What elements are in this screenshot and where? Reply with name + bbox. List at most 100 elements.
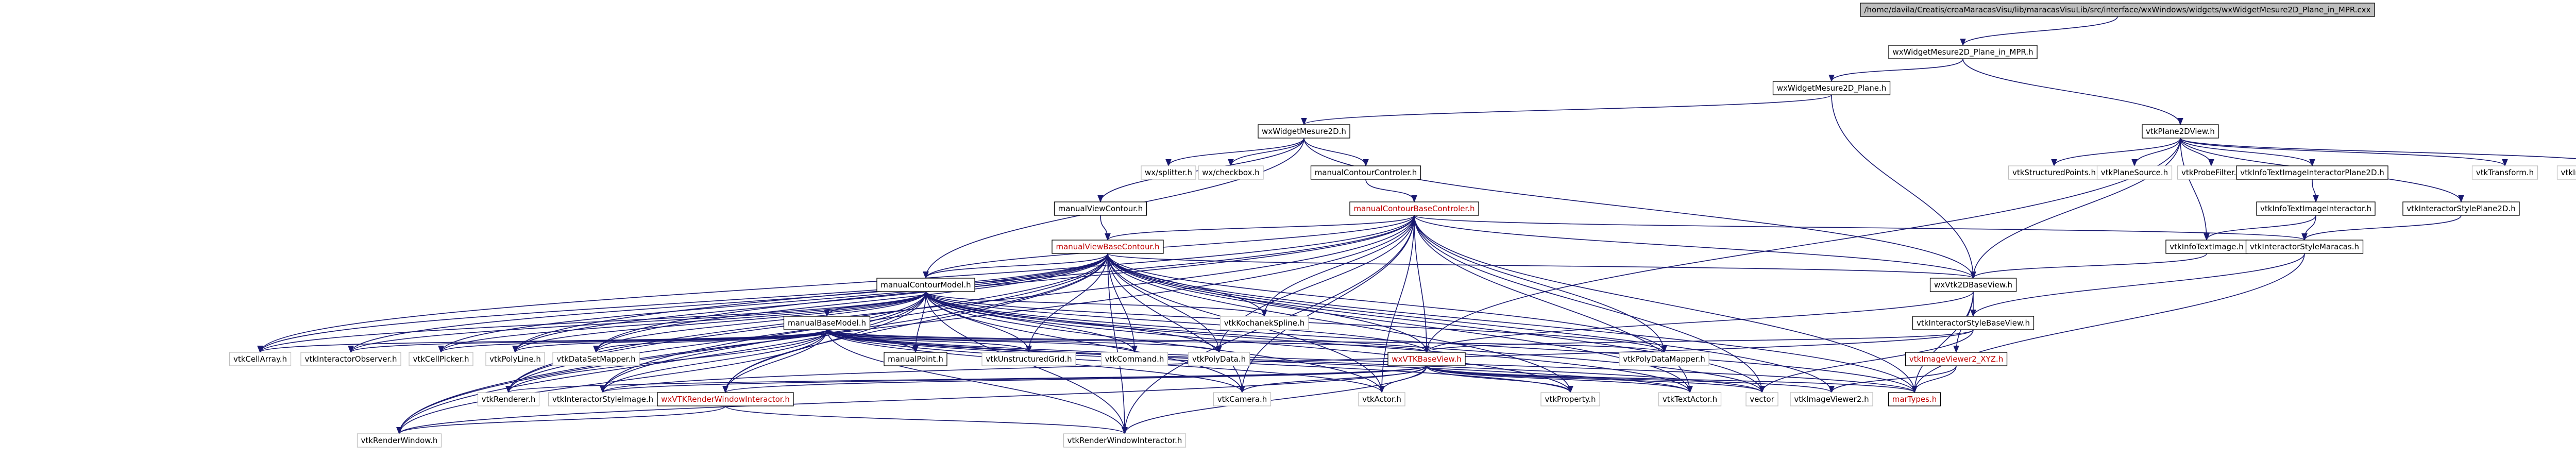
node-label: vtkProbeFilter.h xyxy=(2181,168,2241,177)
node-manualContourModel[interactable]: manualContourModel.h xyxy=(876,278,975,292)
edge-vtkPlane2DView-to-vtkTransform xyxy=(2180,138,2508,167)
node-vtkCellArray[interactable]: vtkCellArray.h xyxy=(229,352,292,366)
edge-manualContourModel-to-vtkActor xyxy=(925,291,1385,394)
edge-manualViewBaseContour-to-vtkTextActor xyxy=(1107,253,1693,394)
node-mesure2D[interactable]: wxWidgetMesure2D.h xyxy=(1258,124,1350,139)
edge-manualContourModel-to-vtkTextActor xyxy=(925,291,1693,394)
node-root[interactable]: /home/davila/Creatis/creaMaracasVisu/lib… xyxy=(1860,3,2375,17)
edge-manualBaseModel-to-vtkRenderWindowInteractor xyxy=(826,329,1128,435)
node-wxVTKRenderWindowInteractor[interactable]: wxVTKRenderWindowInteractor.h xyxy=(657,392,794,406)
node-vtkInfoTextImage[interactable]: vtkInfoTextImage.h xyxy=(2165,240,2248,254)
node-label: wxVtk2DBaseView.h xyxy=(1934,280,2012,290)
node-label: vtkTransform.h xyxy=(2476,168,2534,177)
edge-manualContourBaseControler-to-vtkDataSetMapper xyxy=(593,215,1415,353)
node-label: vtkKochanekSpline.h xyxy=(1224,318,1304,328)
node-label: manualViewContour.h xyxy=(1058,204,1143,213)
edge-manualContourModel-to-wxVTKRenderWindowInteractor xyxy=(722,291,926,394)
node-vtkActor[interactable]: vtkActor.h xyxy=(1358,392,1405,406)
edge-manualContourModel-to-vtkKochanekSpline xyxy=(925,291,1267,317)
edge-manualContourBaseControler-to-manualContourModel xyxy=(923,215,1415,279)
edge-wxVTKBaseView-to-vtkInteractorStyleImage xyxy=(600,365,1427,394)
edge-manualViewBaseContour-to-vtkPolyLine xyxy=(512,253,1108,353)
node-vtkTextActor[interactable]: vtkTextActor.h xyxy=(1658,392,1722,406)
edge-manualContourBaseControler-to-marTypes xyxy=(1414,215,1918,394)
node-wxVTKBaseView[interactable]: wxVTKBaseView.h xyxy=(1387,352,1466,366)
edge-manualBaseModel-to-vtkPolyLine xyxy=(512,329,827,353)
node-vtkDataSetMapper[interactable]: vtkDataSetMapper.h xyxy=(552,352,640,366)
node-vtkStructuredPoints[interactable]: vtkStructuredPoints.h xyxy=(2008,165,2100,180)
edge-vtkInteractorStylePlane2D-to-vtkInteractorStyleMaracas xyxy=(2301,215,2462,241)
node-vtkPolyData[interactable]: vtkPolyData.h xyxy=(1188,352,1250,366)
node-vtkPlane2DView[interactable]: vtkPlane2DView.h xyxy=(2142,124,2219,139)
node-vtkRenderer[interactable]: vtkRenderer.h xyxy=(477,392,540,406)
node-vtkRenderWindowInteractor[interactable]: vtkRenderWindowInteractor.h xyxy=(1063,433,1187,448)
node-vtkInteractorObserver[interactable]: vtkInteractorObserver.h xyxy=(300,352,401,366)
node-label: vtkPolyLine.h xyxy=(489,354,541,364)
edge-manualBaseModel-to-vtkPolyData xyxy=(826,329,1222,353)
node-vector[interactable]: vector xyxy=(1745,392,1778,406)
node-vtkKochanekSpline[interactable]: vtkKochanekSpline.h xyxy=(1219,316,1309,330)
node-label: vtkCellPicker.h xyxy=(413,354,469,364)
node-label: vtkActor.h xyxy=(1362,395,1401,404)
edge-manualBaseModel-to-vtkRenderer xyxy=(505,329,827,394)
node-vtkInteractorStyleMaracas[interactable]: vtkInteractorStyleMaracas.h xyxy=(2245,240,2364,254)
node-label: vtkCommand.h xyxy=(1105,354,1164,364)
edge-vtkInfoTextImageInteractorPlane2D-to-vtkInfoTextImageInteractor xyxy=(2312,179,2319,203)
edge-manualContourModel-to-vtkCellArray xyxy=(257,291,926,353)
node-vtkCellPicker[interactable]: vtkCellPicker.h xyxy=(409,352,473,366)
node-manualContourControler[interactable]: manualContourControler.h xyxy=(1310,165,1421,180)
edge-manualViewBaseContour-to-vtkProperty xyxy=(1107,253,1573,394)
edge-wxVTKRenderWindowInteractor-to-vtkRenderWindowInteractor xyxy=(725,405,1128,435)
node-marTypes[interactable]: marTypes.h xyxy=(1888,392,1941,406)
node-vtkPolyDataMapper[interactable]: vtkPolyDataMapper.h xyxy=(1619,352,1709,366)
edge-manualBaseModel-to-vtkPolyDataMapper xyxy=(826,329,1667,353)
node-plane_h[interactable]: wxWidgetMesure2D_Plane.h xyxy=(1772,81,1891,95)
edge-vtkImageViewer2_XYZ-to-vtkImageViewer2 xyxy=(1828,365,1957,394)
node-vtkImageViewer2[interactable]: vtkImageViewer2.h xyxy=(1790,392,1873,406)
edge-vtkPlane2DView-to-vtkImageChangeInformation xyxy=(2180,138,2576,159)
node-vtkInteractorStylePlane2D[interactable]: vtkInteractorStylePlane2D.h xyxy=(2402,201,2520,216)
edge-manualBaseModel-to-vtkInteractorObserver xyxy=(348,329,827,353)
node-vtkProbeFilter[interactable]: vtkProbeFilter.h xyxy=(2177,165,2246,180)
node-manualContourBaseControler[interactable]: manualContourBaseControler.h xyxy=(1349,201,1479,216)
edge-mesure2D-to-manualContourControler xyxy=(1303,138,1369,167)
edge-wxVTKBaseView-to-vtkImageViewer2 xyxy=(1426,365,1835,394)
node-vtkTransform[interactable]: vtkTransform.h xyxy=(2471,165,2538,180)
edge-manualContourBaseControler-to-wxVTKBaseView xyxy=(1414,215,1430,353)
node-vtkCamera[interactable]: vtkCamera.h xyxy=(1213,392,1272,406)
node-label: vtkInteractorStyleBaseView.h xyxy=(1917,318,2030,328)
node-label: vtkUnstructuredGrid.h xyxy=(986,354,1072,364)
edge-wxVTKBaseView-to-vtkRenderWindow xyxy=(396,365,1427,435)
edge-manualContourBaseControler-to-vtkCellArray xyxy=(257,215,1415,353)
edge-root-to-mpr_h xyxy=(1960,16,2118,46)
node-vtkPolyLine[interactable]: vtkPolyLine.h xyxy=(485,352,545,366)
edge-manualContourModel-to-vtkRenderer xyxy=(505,291,926,394)
node-vtkInteractorStyleBaseView[interactable]: vtkInteractorStyleBaseView.h xyxy=(1912,316,2035,330)
node-vtkInfoTextImageInteractorPlane2D[interactable]: vtkInfoTextImageInteractorPlane2D.h xyxy=(2236,165,2388,180)
node-vtkImageViewer2_XYZ[interactable]: vtkImageViewer2_XYZ.h xyxy=(1905,352,2008,366)
node-manualPoint[interactable]: manualPoint.h xyxy=(884,352,947,366)
edge-manualBaseModel-to-vtkCellPicker xyxy=(438,329,827,353)
node-vtkRenderWindow[interactable]: vtkRenderWindow.h xyxy=(357,433,442,448)
node-vtkProperty[interactable]: vtkProperty.h xyxy=(1540,392,1600,406)
node-label: wxWidgetMesure2D_Plane.h xyxy=(1777,83,1887,93)
node-wxCheckbox[interactable]: wx/checkbox.h xyxy=(1198,165,1264,180)
node-vtkImageChangeInformation[interactable]: vtkImageChangeInformation.h xyxy=(2556,165,2576,180)
node-vtkInfoTextImageInteractor[interactable]: vtkInfoTextImageInteractor.h xyxy=(2256,201,2376,216)
node-manualViewBaseContour[interactable]: manualViewBaseContour.h xyxy=(1052,240,1164,254)
edge-vtkInteractorStyleBaseView-to-wxVTKBaseView xyxy=(1423,329,1974,353)
node-wxSplitter[interactable]: wx/splitter.h xyxy=(1141,165,1196,180)
node-label: vtkInteractorStyleImage.h xyxy=(552,395,653,404)
node-mpr_h[interactable]: wxWidgetMesure2D_Plane_in_MPR.h xyxy=(1888,45,2038,59)
node-wxVtk2DBaseView[interactable]: wxVtk2DBaseView.h xyxy=(1929,278,2017,292)
node-vtkPlaneSource[interactable]: vtkPlaneSource.h xyxy=(2096,165,2173,180)
node-label: manualViewBaseContour.h xyxy=(1056,242,1159,251)
node-vtkUnstructuredGrid[interactable]: vtkUnstructuredGrid.h xyxy=(981,352,1076,366)
node-label: vtkInteractorStylePlane2D.h xyxy=(2406,204,2516,213)
edge-manualBaseModel-to-vtkInteractorStyleImage xyxy=(600,329,827,394)
node-vtkInteractorStyleImage[interactable]: vtkInteractorStyleImage.h xyxy=(548,392,658,406)
node-manualBaseModel[interactable]: manualBaseModel.h xyxy=(783,316,871,330)
node-label: manualBaseModel.h xyxy=(788,318,866,328)
node-manualViewContour[interactable]: manualViewContour.h xyxy=(1054,201,1147,216)
node-vtkCommand[interactable]: vtkCommand.h xyxy=(1100,352,1168,366)
